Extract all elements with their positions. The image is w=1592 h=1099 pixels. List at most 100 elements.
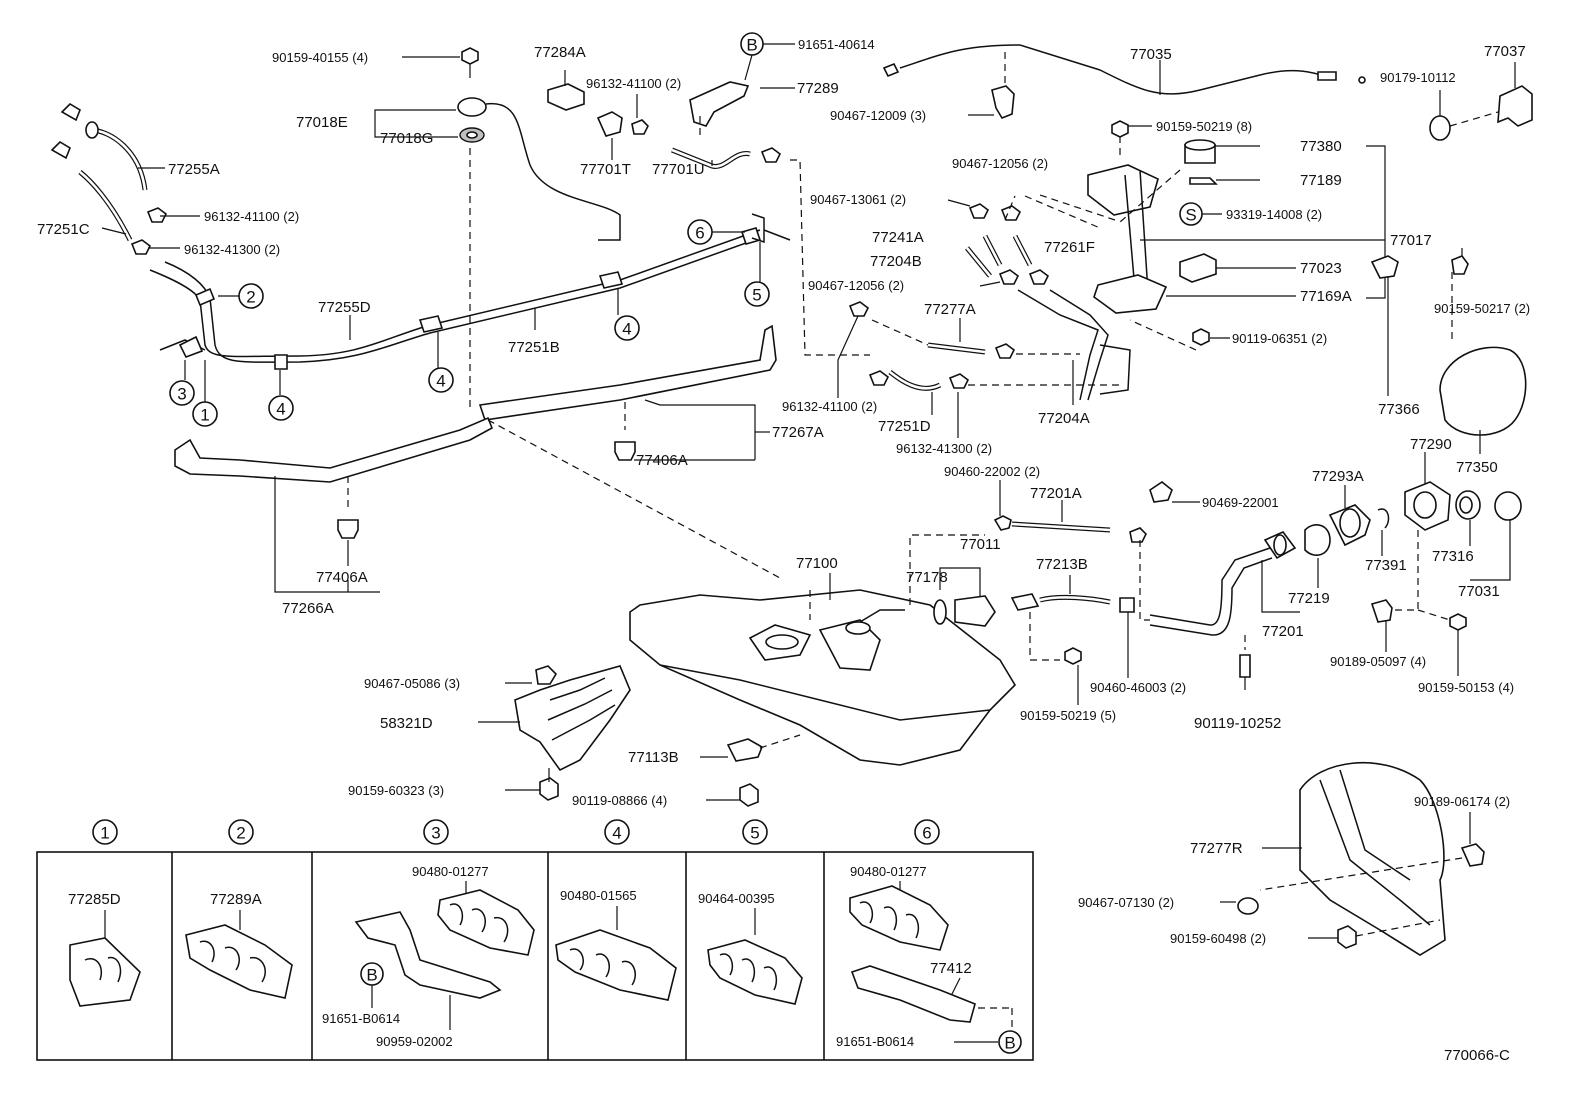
part-label: 90480-01277: [850, 864, 927, 879]
drawing-stroke: [169, 380, 195, 406]
drawing-stroke: [614, 315, 640, 341]
part-label: 77266A: [282, 600, 334, 617]
clamp-90469-22001: [1149, 481, 1173, 503]
drawing-stroke: [939, 567, 981, 598]
drawing-stroke: [549, 677, 606, 701]
part-label: 77017: [1390, 232, 1432, 249]
part-label: 77251C: [37, 221, 90, 238]
part-label: 90159-50217 (2): [1434, 301, 1530, 316]
drawing-stroke: [1004, 195, 1016, 221]
drawing-stroke: [899, 44, 1331, 95]
part-label: 77412: [930, 960, 972, 977]
drawing-stroke: [993, 515, 1012, 531]
drawing-stroke: [374, 109, 456, 124]
part-label: 77023: [1300, 260, 1342, 277]
valve-77284A: [547, 70, 649, 160]
drawing-stroke: [1028, 269, 1050, 285]
part-label: 77100: [796, 555, 838, 572]
clip-90467-07130: [1237, 897, 1259, 915]
drawing-stroke: [1039, 596, 1111, 604]
part-labels: 90159-40155 (4) 77284A 91651-40614 77035…: [37, 37, 1530, 1064]
part-label: 77037: [1484, 43, 1526, 60]
part-label: 77290: [1410, 436, 1452, 453]
drawing-stroke: [659, 664, 991, 721]
fuel-tank-77100: [629, 573, 1017, 766]
drawing-stroke: [1049, 289, 1109, 401]
plate-77412: [850, 965, 976, 1023]
drawing-stroke: [1413, 491, 1437, 519]
part-label: 90119-10252: [1194, 715, 1281, 732]
part-label: 77701U: [652, 161, 705, 178]
clamp-90480-01277-b: [849, 885, 949, 951]
part-label: 90480-01277: [412, 864, 489, 879]
bolt-90119-08866: [739, 783, 759, 807]
drawing-stroke: [428, 367, 454, 393]
part-label: B: [366, 966, 377, 985]
drawing-stroke: [1111, 120, 1129, 138]
drawing-stroke: [79, 170, 132, 241]
part-label: 4: [276, 400, 285, 419]
part-label: 90467-12056 (2): [952, 156, 1048, 171]
drawing-stroke: [85, 121, 99, 139]
part-label: 3: [431, 824, 440, 843]
part-label: 77035: [1130, 46, 1172, 63]
pipe-77011: [954, 595, 996, 627]
drawing-stroke: [423, 819, 449, 845]
bracket-77113B: [700, 734, 801, 807]
drawing-stroke: [947, 199, 971, 207]
drawing-stroke: [1339, 769, 1411, 881]
drawing-stroke: [1024, 195, 1101, 229]
clip-90467-05086: [535, 665, 558, 685]
drawing-stroke: [1129, 527, 1147, 543]
bolt-90159-60323: [539, 777, 559, 801]
valve-77018E: [457, 97, 487, 117]
drawing-stroke: [192, 401, 218, 427]
part-label: B: [1004, 1034, 1015, 1053]
part-label: 1: [100, 824, 109, 843]
fuel-lines-77255D-77251B: [149, 213, 791, 402]
part-label: 6: [695, 224, 704, 243]
drawing-stroke: [92, 819, 118, 845]
drawing-stroke: [130, 239, 152, 255]
part-label: 96132-41300 (2): [184, 242, 280, 257]
part-label: 77204B: [870, 253, 922, 270]
drawing-stroke: [228, 819, 254, 845]
part-label: 90467-05086 (3): [364, 676, 460, 691]
part-label: 77380: [1300, 138, 1342, 155]
drawing-stroke: [164, 237, 761, 363]
drawing-stroke: [598, 271, 624, 289]
part-label: 90467-12009 (3): [830, 108, 926, 123]
drawing-stroke: [514, 665, 631, 772]
clamp-90467-12009: [991, 85, 1015, 119]
part-label: 5: [752, 286, 761, 305]
drawing-stroke: [845, 621, 871, 635]
drawing-stroke: [1259, 857, 1463, 891]
drawing-stroke: [1339, 508, 1361, 538]
part-label: 90189-06174 (2): [1414, 794, 1510, 809]
clip-77406A-b: [337, 519, 359, 539]
drawing-stroke: [84, 956, 122, 983]
screw-90159-50153: [1449, 613, 1467, 631]
part-label: 77255D: [318, 299, 371, 316]
part-label: 77366: [1378, 401, 1420, 418]
drawing-stroke: [1449, 111, 1499, 127]
part-label: 58321D: [380, 715, 433, 732]
latch-77037: [1429, 62, 1533, 141]
part-label: 77277A: [924, 301, 976, 318]
part-label: 90179-10112: [1380, 70, 1456, 85]
drawing-stroke: [660, 404, 756, 460]
protector-77266A: [174, 416, 494, 483]
part-label: 90467-12056 (2): [808, 278, 904, 293]
cap-77031: [1494, 491, 1522, 521]
drawing-stroke: [36, 851, 1034, 1061]
callout-B-panel6: [998, 1030, 1022, 1054]
drawing-stroke: [998, 269, 1020, 285]
drawing-stroke: [979, 281, 1001, 287]
drawing-stroke: [199, 940, 266, 983]
protector-58321D: [478, 665, 631, 801]
grommet-90179-10112: [1429, 115, 1451, 141]
part-label: 91651-40614: [798, 37, 875, 52]
clip-77285D: [69, 937, 141, 1007]
drawing-stroke: [1355, 919, 1441, 937]
part-label: 91651-B0614: [836, 1034, 914, 1049]
